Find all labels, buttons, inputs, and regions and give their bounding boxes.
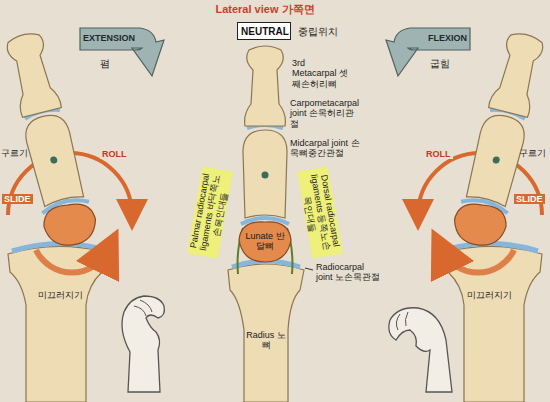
finger-lines [396, 312, 408, 330]
state-label: NEUTRAL [238, 26, 292, 38]
radius-bone [228, 264, 304, 402]
hand-flexion [389, 308, 452, 392]
joint-label: Midcarpal joint 손목뼈중간관절 [290, 138, 362, 159]
hand-extension [122, 296, 164, 392]
state-label-ko: 중립위치 [298, 26, 338, 38]
motion-arrow-shape [80, 24, 170, 80]
state-box: NEUTRAL중립위치 [237, 22, 291, 40]
motion-label-ko: 굽힘 [430, 58, 450, 70]
motion-label: ROLL [424, 149, 453, 159]
joint-label: Carpometacarpal joint 손목허리관절 [290, 98, 362, 129]
motion-label: 미끄러지기 [38, 290, 83, 300]
motion-arrow: FLEXION 굽힘 [380, 24, 470, 80]
carpal-metacarpal-bones [241, 46, 289, 224]
bone-label: Radius 노뼈 [244, 330, 288, 351]
joint-label: Radiocarpal joint 노손목관절 [316, 262, 380, 283]
motion-label: 미끄러지기 [467, 290, 512, 300]
motion-label: 구르기 [1, 148, 28, 158]
motion-label-ko: 폄 [100, 58, 110, 70]
motion-label: SLIDE [514, 194, 545, 204]
bone-label: Lunate 반달뼈 [241, 231, 289, 252]
motion-arrow-shape [380, 24, 470, 80]
extension-figure [0, 29, 132, 402]
leader-line [305, 268, 313, 270]
lunate-bone: Lunate 반달뼈 [239, 222, 291, 262]
motion-arrow: EXTENSION 폄 [80, 24, 170, 80]
finger-lines [134, 300, 152, 316]
motion-label: EXTENSION [83, 33, 141, 43]
bone-label: 3rd Metacarpal 셋째손허리뼈 [292, 58, 352, 89]
ligament-label: Dorsal radiocarpal ligaments 등쪽노손목인대들 [297, 166, 343, 258]
motion-label: 구르기 [519, 148, 546, 158]
motion-label: ROLL [100, 149, 129, 159]
ligament-label: Palmar radiocarpal ligaments 바닥쪽노손목인대들 [187, 166, 233, 258]
motion-label: SLIDE [2, 194, 33, 204]
title-text: Lateral view 가쪽면 [0, 3, 530, 16]
motion-label: FLEXION [409, 33, 467, 43]
